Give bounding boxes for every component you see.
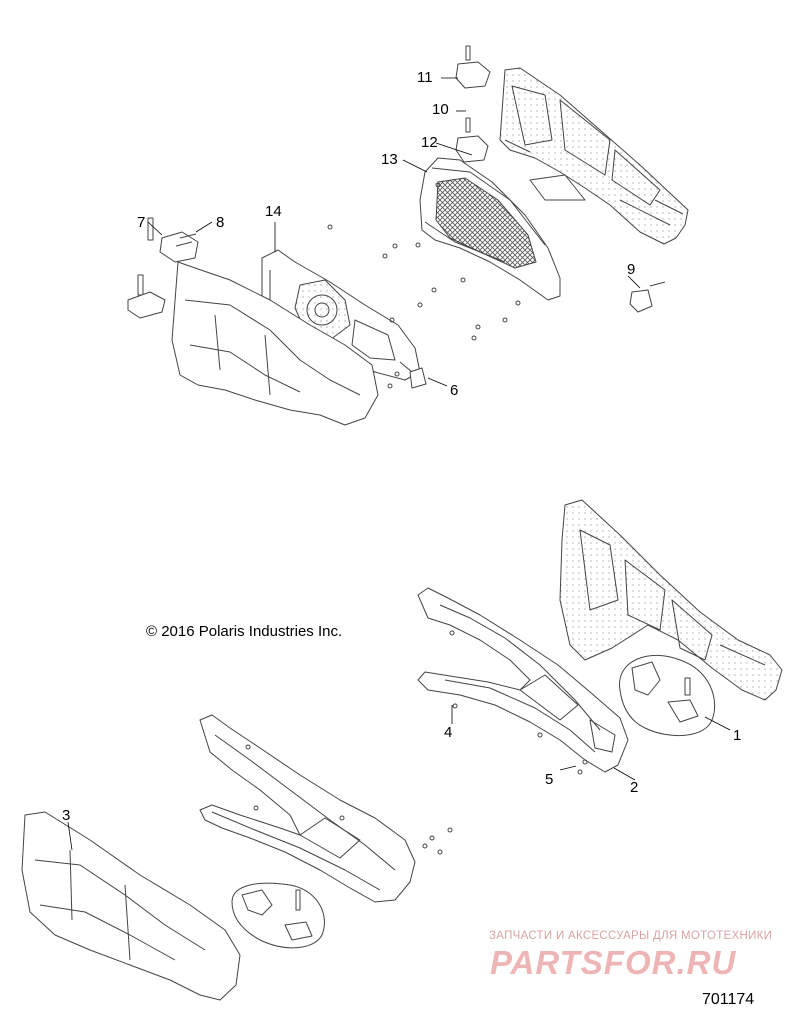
callout-2: 2: [630, 779, 639, 796]
outer-door-shell-upper: [171, 261, 379, 426]
callout-11: 11: [417, 69, 433, 86]
watermark-caption: ЗАПЧАСТИ И АКСЕССУАРЫ ДЛЯ МОТОТЕХНИКИ: [489, 930, 773, 942]
callout-5: 5: [545, 771, 554, 788]
copyright-notice: © 2016 Polaris Industries Inc.: [146, 623, 343, 640]
figure-number: 701174: [702, 991, 755, 1008]
callout-14: 14: [265, 203, 282, 220]
hinge-hardware: [127, 45, 491, 319]
leader-lines: [67, 77, 731, 851]
fasteners-lower: [245, 630, 588, 855]
fasteners-upper: [327, 182, 521, 389]
callout-7: 7: [137, 214, 146, 231]
inset-latch-lower: [231, 882, 325, 949]
latch-9: [629, 281, 666, 313]
lower-inner-frame: [417, 587, 629, 773]
outer-door-shell-lower: [21, 811, 241, 1001]
callout-12: 12: [421, 134, 438, 151]
callout-1: 1: [733, 727, 742, 744]
callout-13: 13: [381, 151, 398, 168]
callout-4: 4: [444, 724, 453, 741]
callout-9: 9: [627, 261, 636, 278]
latch-6: [409, 367, 427, 389]
upper-door-frame: [499, 67, 689, 245]
callout-6: 6: [450, 382, 459, 399]
inset-latch-upper: [619, 655, 716, 737]
watermark-logo: PARTSFOR.RU: [490, 944, 737, 981]
callout-8: 8: [216, 214, 225, 231]
callout-10: 10: [432, 101, 449, 118]
lower-door-frame: [559, 499, 783, 701]
callout-3: 3: [62, 807, 71, 824]
lower-frame-bottom: [199, 714, 416, 903]
door-panel-13: [419, 157, 561, 301]
